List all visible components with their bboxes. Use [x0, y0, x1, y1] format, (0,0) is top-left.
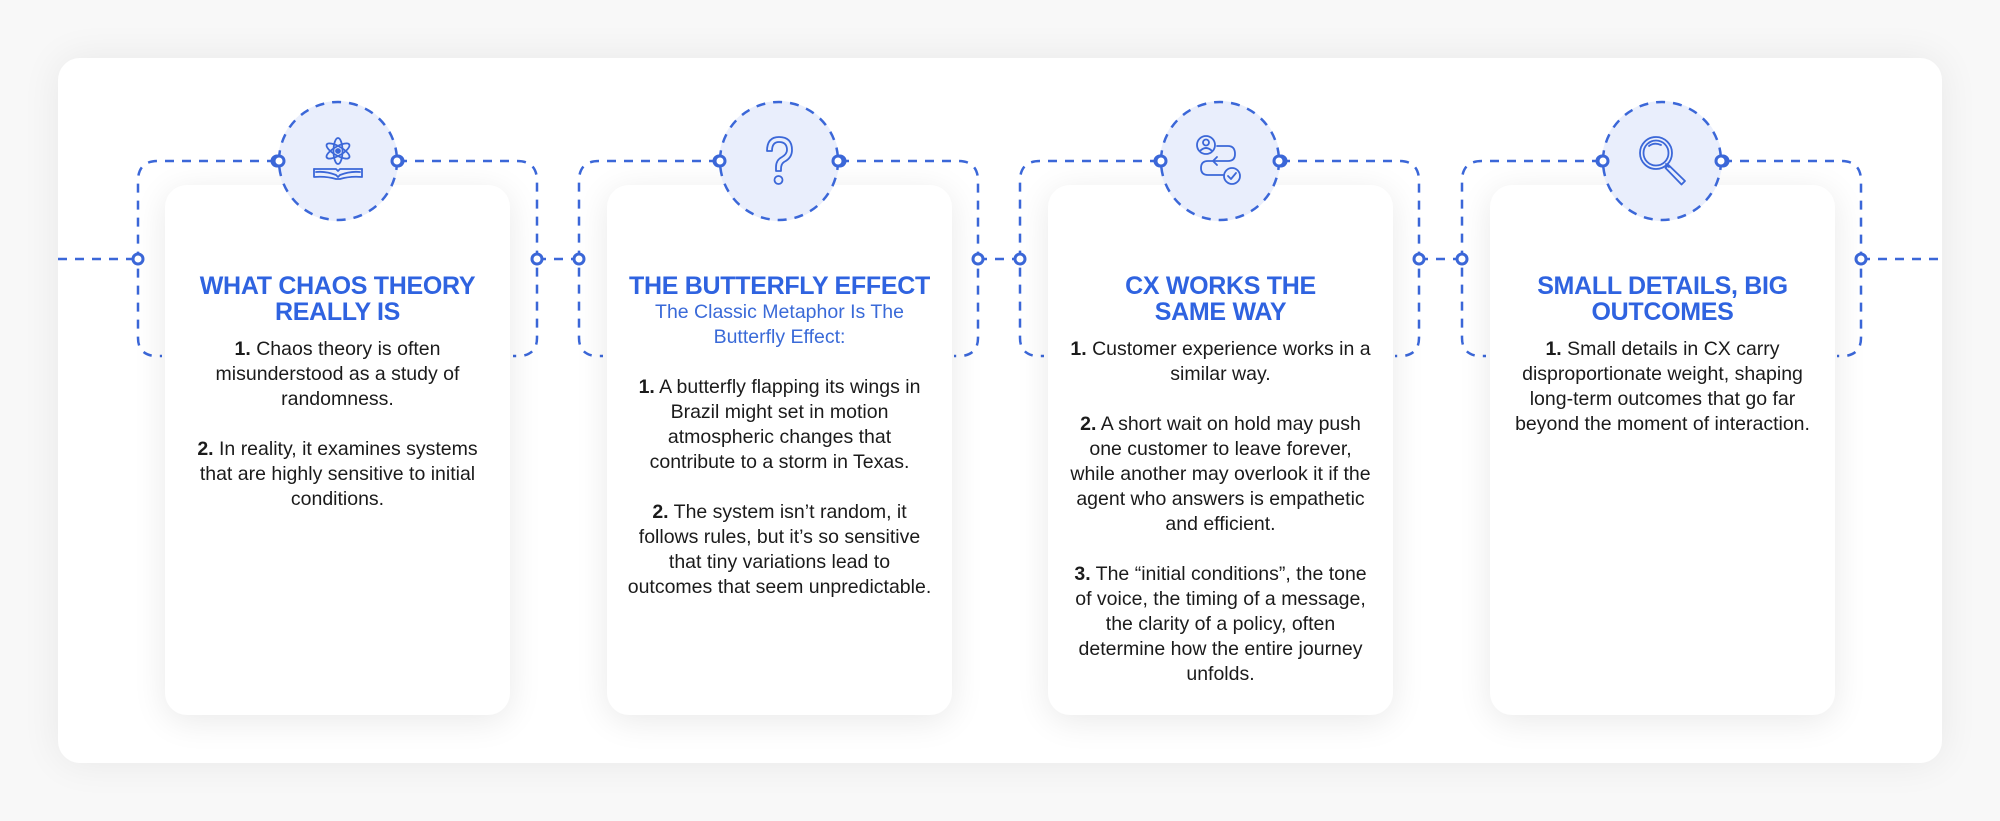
question-mark-icon [766, 136, 793, 185]
card-body: 1. Chaos theory is often misunderstood a… [183, 337, 492, 512]
list-item: 1. Chaos theory is often misunderstood a… [215, 338, 460, 410]
list-item: 1. Customer experience works in a simila… [1070, 338, 1371, 385]
icon-badge [278, 101, 398, 221]
card-body: 1. A butterfly flapping its wings in Bra… [625, 375, 934, 600]
list-item: 2. A short wait on hold may push one cus… [1070, 413, 1371, 535]
list-item: 1. Small details in CX carry disproporti… [1515, 338, 1810, 435]
card-subtitle: The Classic Metaphor Is The Butterfly Ef… [655, 301, 904, 348]
icon-badge [719, 101, 839, 221]
list-item: 2. The system isn’t random, it follows r… [627, 501, 932, 598]
list-item: 1. A butterfly flapping its wings in Bra… [638, 376, 921, 473]
magnifying-glass-icon [1639, 136, 1686, 186]
card-body: 1. Small details in CX carry disproporti… [1508, 337, 1817, 437]
customer-journey-icon [1196, 135, 1241, 185]
icon-badge [1160, 101, 1280, 221]
list-item: 3. The “initial conditions”, the tone of… [1074, 563, 1367, 685]
atom-book-icon [313, 137, 363, 180]
list-item: 2. In reality, it examines systems that … [197, 438, 478, 510]
step-card-butterfly-effect: THE BUTTERFLY EFFECT The Classic Metapho… [607, 185, 952, 715]
icon-badge [1602, 101, 1722, 221]
card-title: THE BUTTERFLY EFFECT [629, 272, 930, 300]
card-body: 1. Customer experience works in a simila… [1066, 337, 1375, 687]
